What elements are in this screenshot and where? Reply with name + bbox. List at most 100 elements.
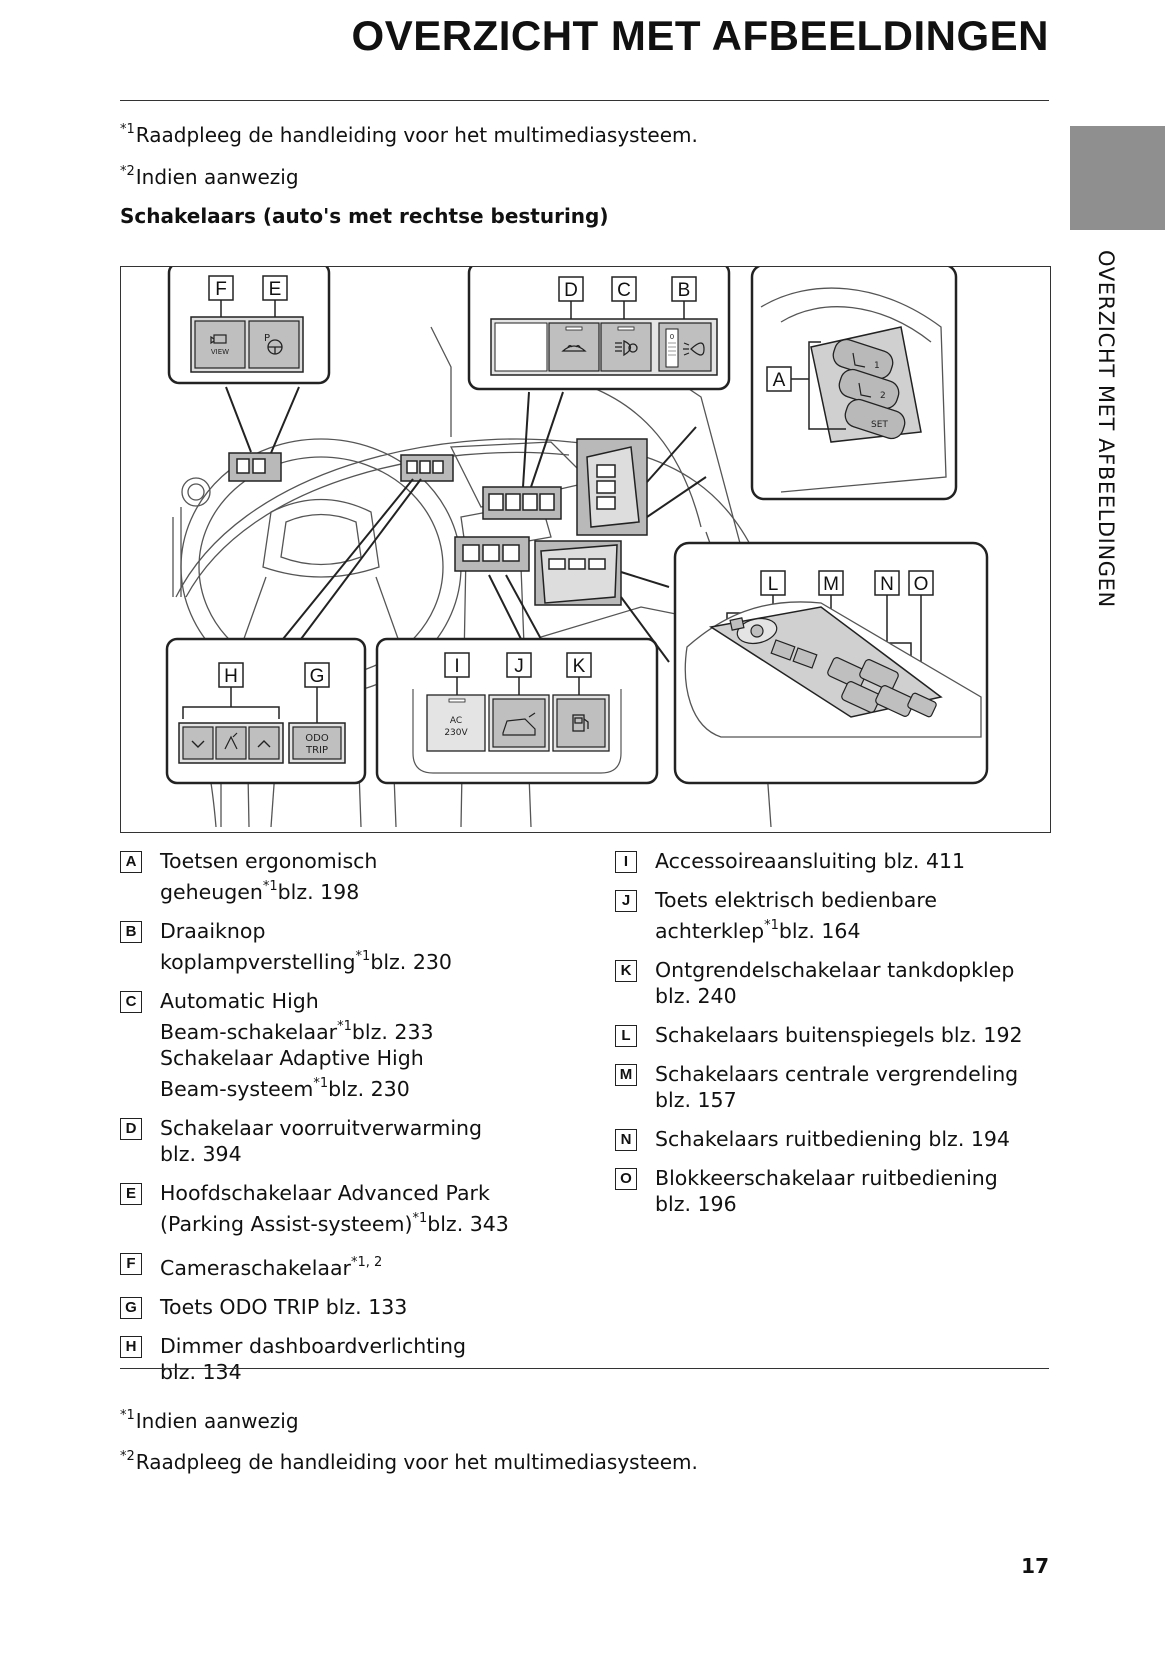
- callout-j: [506, 652, 532, 678]
- panel-fe: F E VIEW P: [167, 261, 331, 385]
- callout-c-label: C: [617, 280, 631, 301]
- key-badge: F: [120, 1253, 142, 1275]
- dimmer-down-button: [182, 726, 214, 760]
- dial-zero-label: 0: [670, 333, 674, 341]
- memory-set-label: SET: [871, 420, 888, 430]
- legend-item-m: M Schakelaars centrale vergrendeling blz…: [615, 1061, 1055, 1113]
- panel-a: 1 2 SET A: [750, 263, 958, 501]
- illumination-icon: [224, 732, 238, 750]
- legend-item-j: J Toets elektrisch bedienbare achterklep…: [615, 887, 1055, 944]
- key-badge: A: [120, 851, 142, 873]
- chevron-up-icon: [257, 740, 271, 748]
- legend-item-i: I Accessoireaansluiting blz. 411: [615, 848, 1055, 874]
- legend-item-d: D Schakelaar voorruitverwarming blz. 394: [120, 1115, 530, 1167]
- page-title: OVERZICHT MET AFBEELDINGEN: [351, 12, 1049, 59]
- key-badge: N: [615, 1129, 637, 1151]
- callout-h-label: H: [224, 666, 238, 687]
- legend-item-b: B Draaiknop koplampverstelling*1blz. 230: [120, 918, 530, 975]
- defroster-icon: [561, 344, 587, 352]
- legend-right: I Accessoireaansluiting blz. 411 J Toets…: [615, 848, 1055, 1230]
- legend-item-o: O Blokkeerschakelaar ruitbediening blz. …: [615, 1165, 1055, 1217]
- legend-item-e: E Hoofdschakelaar Advanced Park (Parking…: [120, 1180, 530, 1237]
- chevron-down-icon: [191, 740, 205, 748]
- callout-f: [208, 275, 234, 301]
- memory-1-label: 1: [874, 361, 880, 371]
- voltage-label: 230V: [444, 728, 468, 738]
- legend-left: A Toetsen ergonomisch geheugen*1blz. 198…: [120, 848, 530, 1398]
- callout-d-label: D: [564, 280, 578, 301]
- header-rule: [120, 100, 1049, 101]
- footnote-top-2: *2Indien aanwezig: [120, 164, 299, 189]
- callout-h: [218, 662, 244, 688]
- callout-a-label: A: [773, 370, 786, 391]
- callout-i: [444, 652, 470, 678]
- callout-g: [304, 662, 330, 688]
- panel-hg: H G ODO TRIP: [165, 637, 367, 785]
- panel-lmno: L M N O: [673, 541, 989, 785]
- fuel-pump-icon: [572, 714, 589, 732]
- tailgate-icon: [502, 712, 536, 736]
- footnote-bottom-2: *2Raadpleeg de handleiding voor het mult…: [120, 1449, 698, 1474]
- ac-label: AC: [450, 716, 462, 726]
- key-badge: J: [615, 890, 637, 912]
- callout-m-label: M: [823, 574, 839, 595]
- key-badge: H: [120, 1336, 142, 1358]
- camera-switch: [194, 320, 246, 369]
- auto-high-beam-icon: [615, 339, 638, 357]
- legend-item-c: C Automatic High Beam-schakelaar*1blz. 2…: [120, 988, 530, 1102]
- legend-item-a: A Toetsen ergonomisch geheugen*1blz. 198: [120, 848, 530, 905]
- callout-o-label: O: [914, 574, 929, 595]
- memory-2-label: 2: [880, 391, 886, 401]
- key-badge: O: [615, 1168, 637, 1190]
- key-badge: B: [120, 921, 142, 943]
- memory-set-button: [844, 398, 906, 440]
- section-heading: Schakelaars (auto's met rechtse besturin…: [120, 204, 609, 228]
- odo-label: ODO: [305, 733, 329, 744]
- callout-n-label: N: [880, 574, 894, 595]
- legend-item-h: H Dimmer dashboardverlichting blz. 134: [120, 1333, 530, 1385]
- key-badge: I: [615, 851, 637, 873]
- callout-e-label: E: [269, 279, 282, 300]
- park-p-label: P: [264, 333, 270, 344]
- callout-n: [874, 570, 900, 596]
- callout-o: [908, 570, 934, 596]
- callout-leaders: [225, 386, 707, 663]
- callout-k: [566, 652, 592, 678]
- mirror-switch: [729, 617, 778, 645]
- panel-ijk: I J K AC 230V: [375, 637, 659, 785]
- legend-item-g: G Toets ODO TRIP blz. 133: [120, 1294, 530, 1320]
- footnote-top-1: *1Raadpleeg de handleiding voor het mult…: [120, 122, 698, 147]
- window-switches: [827, 657, 915, 717]
- advanced-park-switch: [248, 320, 300, 369]
- legend-rule: [120, 1368, 1049, 1369]
- footnote-bottom-1: *1Indien aanwezig: [120, 1408, 299, 1433]
- callout-g-label: G: [310, 666, 325, 687]
- key-badge: K: [615, 960, 637, 982]
- callout-b-label: B: [678, 280, 691, 301]
- window-lock-switch: [907, 692, 937, 718]
- camera-icon: [210, 334, 227, 345]
- ac-outlet-switch: [426, 694, 486, 752]
- door-lock-switch: [770, 639, 818, 669]
- side-section-label: OVERZICHT MET AFBEELDINGEN: [1094, 250, 1118, 608]
- key-badge: M: [615, 1064, 637, 1086]
- switch-overview-figure: F E VIEW P D C B: [120, 261, 1051, 833]
- legend-item-n: N Schakelaars ruitbediening blz. 194: [615, 1126, 1055, 1152]
- dimmer-up-button: [248, 726, 280, 760]
- dial-wheel: [665, 328, 679, 368]
- dimmer-indicator: [215, 726, 247, 760]
- switch-overview-illustration: F E VIEW P D C B: [165, 261, 989, 828]
- camera-view-label: VIEW: [211, 348, 229, 356]
- callout-k-label: K: [573, 656, 586, 677]
- trip-label: TRIP: [305, 745, 328, 756]
- callout-l-label: L: [768, 574, 779, 595]
- callout-j-label: J: [514, 656, 524, 677]
- legend-item-f: F Cameraschakelaar*1, 2: [120, 1250, 530, 1281]
- legend-item-k: K Ontgrendelschakelaar tankdopklep blz. …: [615, 957, 1055, 1009]
- key-badge: E: [120, 1183, 142, 1205]
- odo-trip-button: [292, 726, 342, 760]
- key-badge: C: [120, 991, 142, 1013]
- page-number: 17: [1021, 1554, 1049, 1578]
- key-badge: D: [120, 1118, 142, 1140]
- dashboard-switch-blocks: [228, 438, 648, 606]
